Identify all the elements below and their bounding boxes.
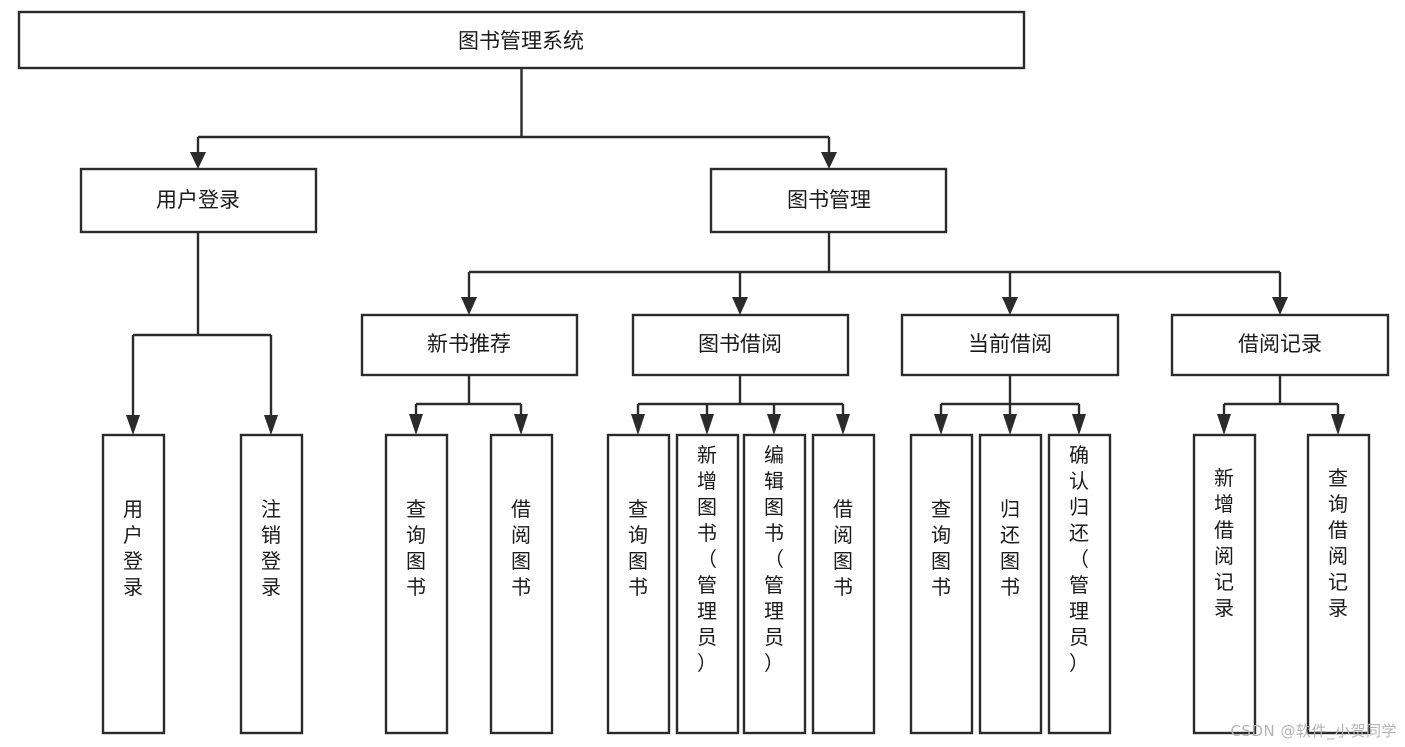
arrowhead-leaf-query-book-1 [409, 414, 423, 435]
leaf-return-book-box[interactable] [978, 433, 1043, 735]
leaf-add-record-box[interactable] [1192, 433, 1257, 735]
node-borrow-record-box[interactable] [1170, 313, 1390, 377]
node-user-login[interactable]: 用户登录 [79, 167, 318, 234]
arrowhead-current-borrow [1002, 297, 1018, 315]
node-borrow-record-label: 借阅记录 [1238, 332, 1322, 356]
csdn-watermark: CSDN @软件_小贺同学 [1230, 722, 1397, 740]
leaf-borrow-book-1[interactable]: 借阅图书 [489, 433, 554, 735]
leaf-query-book-3-box[interactable] [909, 433, 974, 735]
node-borrow-record[interactable]: 借阅记录 [1170, 313, 1390, 377]
node-new-book-recommend-label: 新书推荐 [427, 332, 511, 356]
arrowhead-leaf-borrow-book-1 [514, 414, 528, 435]
node-root[interactable]: 图书管理系统 [17, 10, 1026, 70]
node-current-borrow-box[interactable] [900, 313, 1120, 377]
leaf-add-record[interactable]: 新增借阅记录 [1192, 433, 1257, 735]
leaf-add-record-label: 新增借阅记录 [1214, 466, 1234, 620]
node-user-login-box[interactable] [79, 167, 318, 234]
arrowhead-book-borrow [732, 297, 748, 315]
leaf-query-record-box[interactable] [1306, 433, 1371, 735]
leaf-add-book[interactable]: 新增图书（管理员） [675, 433, 740, 735]
leaf-confirm-return-box[interactable] [1047, 433, 1112, 735]
node-root-label: 图书管理系统 [458, 29, 584, 53]
arrowhead-leaf-query-book-2 [631, 414, 645, 435]
leaf-query-book-3-label: 查询图书 [931, 497, 951, 599]
node-book-management-label: 图书管理 [787, 188, 871, 212]
node-book-borrow-label: 图书借阅 [698, 332, 782, 356]
arrowhead-user-login [190, 152, 206, 169]
arrowhead-new-book-recommend [461, 297, 477, 315]
leaf-query-book-1-box[interactable] [384, 433, 449, 735]
leaf-query-book-2-box[interactable] [606, 433, 671, 735]
leaf-return-book[interactable]: 归还图书 [978, 433, 1043, 735]
leaf-user-login-label: 用户登录 [123, 497, 143, 599]
leaf-query-book-2-label: 查询图书 [628, 497, 648, 599]
arrowhead-book-management [821, 152, 837, 169]
leaf-borrow-book-2-box[interactable] [811, 433, 876, 735]
leaf-query-book-2[interactable]: 查询图书 [606, 433, 671, 735]
node-book-borrow[interactable]: 图书借阅 [631, 313, 850, 377]
leaf-add-book-box[interactable] [675, 433, 740, 735]
leaf-confirm-return-label: 确认归还（管理员） [1069, 443, 1089, 675]
leaf-borrow-book-2-label: 借阅图书 [833, 497, 853, 599]
leaf-borrow-book-1-label: 借阅图书 [511, 497, 531, 599]
leaf-user-login[interactable]: 用户登录 [101, 433, 166, 735]
node-user-login-label: 用户登录 [156, 188, 240, 212]
node-book-borrow-box[interactable] [631, 313, 850, 377]
node-current-borrow[interactable]: 当前借阅 [900, 313, 1120, 377]
arrowhead-leaf-return-book [1003, 414, 1017, 435]
leaf-add-book-label: 新增图书（管理员） [697, 443, 717, 675]
arrowhead-leaf-confirm-return [1072, 414, 1086, 435]
node-current-borrow-label: 当前借阅 [968, 332, 1052, 356]
leaf-edit-book-label: 编辑图书（管理员） [764, 443, 784, 675]
arrowhead-leaf-add-book [700, 414, 714, 435]
leaf-borrow-book-1-box[interactable] [489, 433, 554, 735]
arrowhead-leaf-query-book-3 [934, 414, 948, 435]
leaf-edit-book-box[interactable] [742, 433, 807, 735]
leaf-user-login-box[interactable] [101, 433, 166, 735]
connector-layer [126, 68, 1345, 435]
leaf-borrow-book-2[interactable]: 借阅图书 [811, 433, 876, 735]
leaf-user-logout-box[interactable] [239, 433, 304, 735]
leaf-user-logout[interactable]: 注销登录 [239, 433, 304, 735]
node-book-management[interactable]: 图书管理 [709, 167, 948, 234]
leaf-query-record-label: 查询借阅记录 [1328, 466, 1348, 620]
leaf-return-book-label: 归还图书 [1000, 497, 1020, 599]
arrowhead-leaf-borrow-book-2 [836, 414, 850, 435]
leaf-user-logout-label: 注销登录 [261, 497, 281, 599]
leaf-edit-book[interactable]: 编辑图书（管理员） [742, 433, 807, 735]
node-root-box[interactable] [17, 10, 1026, 70]
node-book-management-box[interactable] [709, 167, 948, 234]
leaf-query-book-1-label: 查询图书 [406, 497, 426, 599]
leaf-confirm-return[interactable]: 确认归还（管理员） [1047, 433, 1112, 735]
node-new-book-recommend[interactable]: 新书推荐 [360, 313, 579, 377]
leaf-query-record[interactable]: 查询借阅记录 [1306, 433, 1371, 735]
leaf-query-book-3[interactable]: 查询图书 [909, 433, 974, 735]
arrowhead-leaf-query-record [1331, 414, 1345, 435]
arrowhead-leaf-user-login [126, 415, 140, 435]
arrowhead-borrow-record [1272, 297, 1288, 315]
arrowhead-leaf-edit-book [767, 414, 781, 435]
leaf-query-book-1[interactable]: 查询图书 [384, 433, 449, 735]
arrowhead-leaf-user-logout [264, 415, 278, 435]
node-new-book-recommend-box[interactable] [360, 313, 579, 377]
arrowhead-leaf-add-record [1217, 414, 1231, 435]
